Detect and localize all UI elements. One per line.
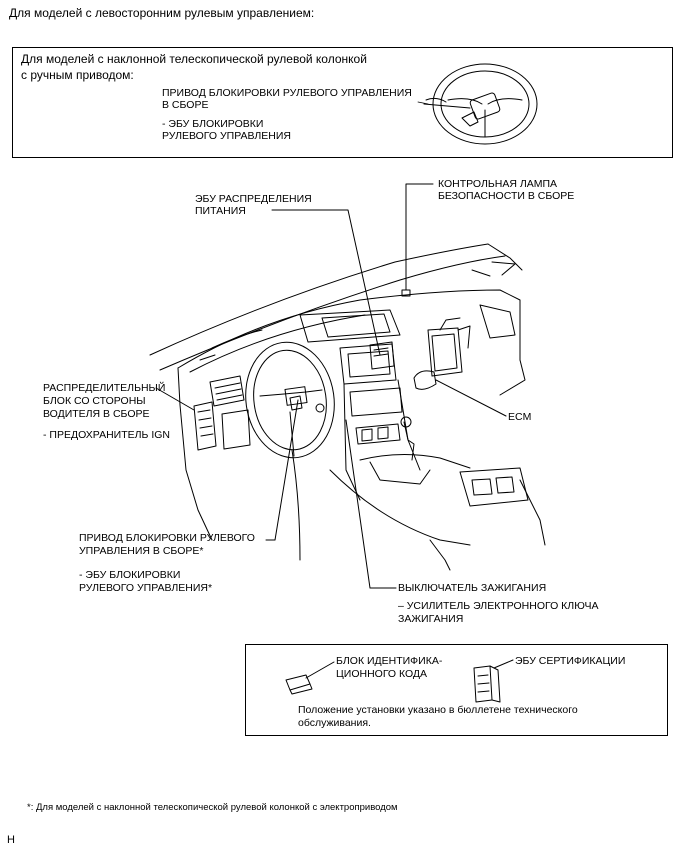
id-code-box-label-line1: БЛОК ИДЕНТИФИКА- bbox=[336, 655, 443, 667]
lock-actuator-part bbox=[289, 395, 325, 413]
security-lamp-label-line1: КОНТРОЛЬНАЯ ЛАМПА bbox=[438, 178, 558, 190]
junction-block-part bbox=[193, 401, 217, 451]
lock-ecu-label-line1: - ЭБУ БЛОКИРОВКИ bbox=[162, 118, 264, 130]
power-ecu-leader bbox=[271, 209, 381, 356]
lock-actuator-star-label-line1: ПРИВОД БЛОКИРОВКИ РУЛЕВОГО bbox=[79, 532, 255, 544]
install-note-line1: Положение установки указано в бюллетене … bbox=[298, 704, 578, 716]
id-code-box-label-line2: ЦИОННОГО КОДА bbox=[336, 668, 428, 680]
key-amplifier-label-line1: – УСИЛИТЕЛЬ ЭЛЕКТРОННОГО КЛЮЧА bbox=[398, 600, 599, 612]
security-lamp-leader bbox=[405, 183, 434, 291]
center-console bbox=[291, 416, 546, 571]
power-ecu-label-line2: ПИТАНИЯ bbox=[195, 205, 246, 217]
corner-code: H bbox=[7, 834, 15, 846]
lock-ecu-label-line2: РУЛЕВОГО УПРАВЛЕНИЯ bbox=[162, 130, 292, 142]
ecm-leader bbox=[435, 379, 507, 417]
lock-actuator-star-label-line2: УПРАВЛЕНИЯ В СБОРЕ* bbox=[79, 545, 204, 557]
lock-actuator-leader bbox=[265, 399, 299, 541]
windshield-outline bbox=[149, 243, 523, 371]
id-code-box-part bbox=[285, 661, 335, 695]
id-components-box bbox=[245, 644, 668, 736]
lock-actuator-label-line2: В СБОРЕ bbox=[162, 99, 209, 111]
ecm-label: ECM bbox=[508, 411, 532, 423]
power-ecu-label-line1: ЭБУ РАСПРЕДЕЛЕНИЯ bbox=[195, 193, 312, 205]
steering-wheel bbox=[245, 341, 335, 459]
ecm-part bbox=[413, 317, 471, 390]
manual-column-title-line1: Для моделей с наклонной телескопической … bbox=[21, 52, 367, 66]
ignition-leader bbox=[345, 419, 397, 589]
left-vent bbox=[209, 375, 251, 450]
page-header: Для моделей с левосторонним рулевым упра… bbox=[9, 6, 315, 20]
install-note-line2: обслуживания. bbox=[298, 717, 371, 729]
manual-column-title-line2: с ручным приводом: bbox=[21, 68, 134, 82]
inset-leader-line bbox=[423, 103, 471, 109]
cert-ecu-label: ЭБУ СЕРТИФИКАЦИИ bbox=[515, 655, 626, 667]
junction-block-label-line2: БЛОК СО СТОРОНЫ bbox=[43, 395, 146, 407]
junction-leader bbox=[155, 387, 195, 411]
ignition-switch-label: ВЫКЛЮЧАТЕЛЬ ЗАЖИГАНИЯ bbox=[398, 582, 547, 594]
key-amplifier-label-line2: ЗАЖИГАНИЯ bbox=[398, 613, 464, 625]
security-lamp-label-line2: БЕЗОПАСНОСТИ В СБОРЕ bbox=[438, 190, 575, 202]
junction-block-label-line3: ВОДИТЕЛЯ В СБОРЕ bbox=[43, 408, 150, 420]
cert-ecu-part bbox=[473, 659, 514, 703]
dashboard-outline bbox=[177, 289, 526, 541]
lock-ecu-star-label-line2: РУЛЕВОГО УПРАВЛЕНИЯ* bbox=[79, 582, 213, 594]
junction-block-label-line1: РАСПРЕДЕЛИТЕЛЬНЫЙ bbox=[43, 382, 166, 394]
ign-fuse-label: - ПРЕДОХРАНИТЕЛЬ IGN bbox=[43, 429, 170, 441]
power-ecu-part bbox=[369, 341, 395, 370]
inset-steering-wheel bbox=[417, 63, 538, 145]
manual-column-box bbox=[12, 47, 673, 158]
security-lamp-part bbox=[401, 289, 411, 297]
lock-ecu-star-label-line1: - ЭБУ БЛОКИРОВКИ bbox=[79, 569, 181, 581]
footnote: *: Для моделей с наклонной телескопическ… bbox=[27, 802, 398, 813]
lock-actuator-label-line1: ПРИВОД БЛОКИРОВКИ РУЛЕВОГО УПРАВЛЕНИЯ bbox=[162, 87, 412, 99]
